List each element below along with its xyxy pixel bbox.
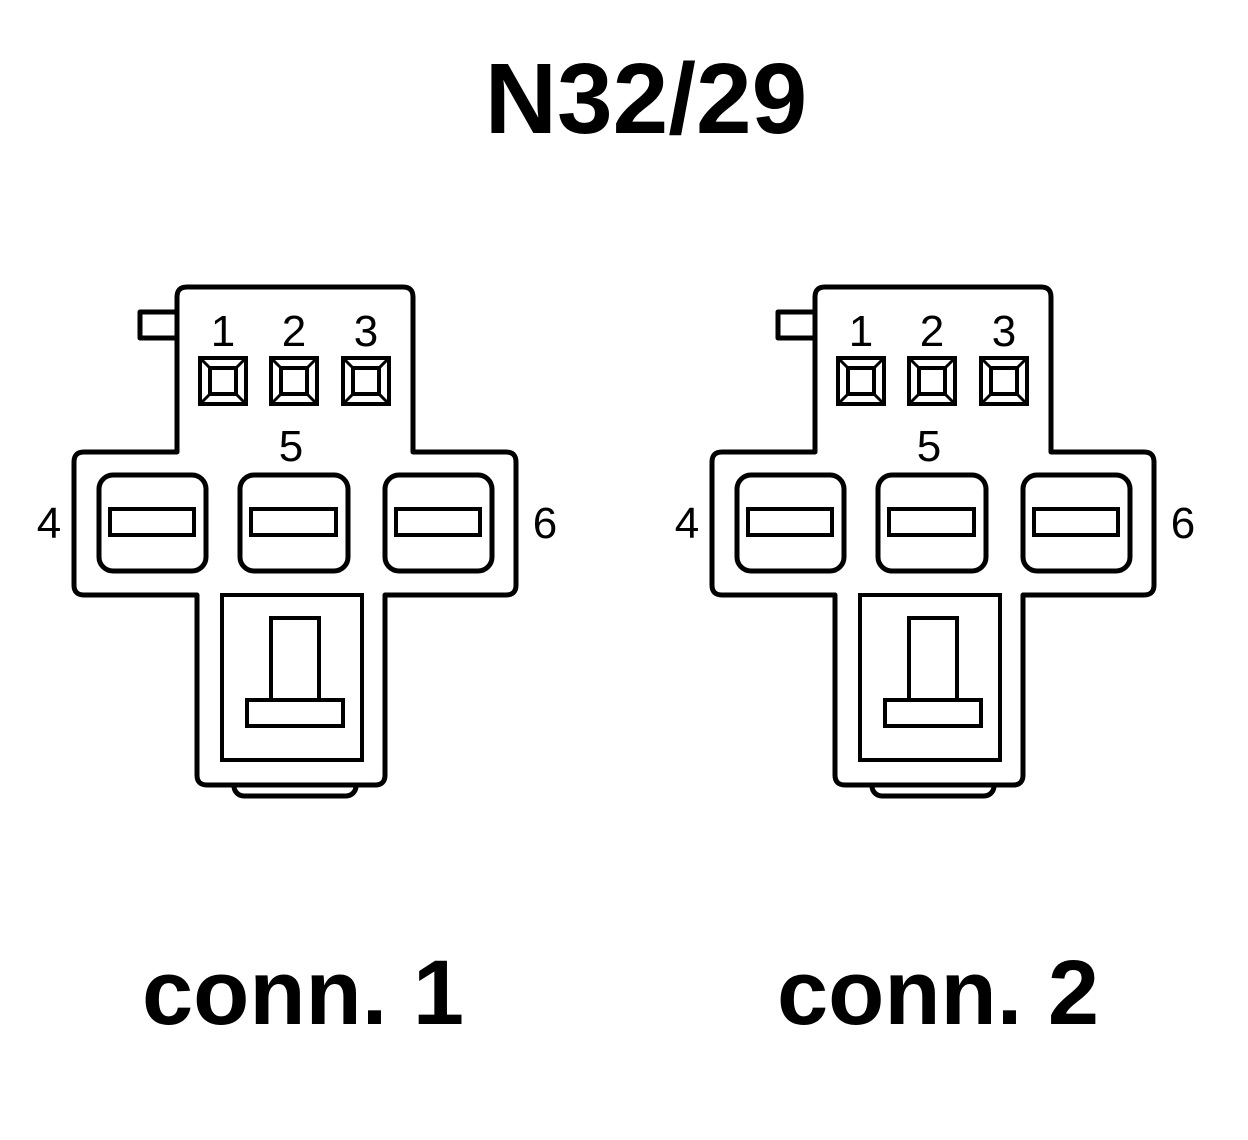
pin-2 [907,356,957,406]
key-slot [858,593,1002,762]
diagram-title: N32/29 [485,43,807,155]
pin-label-5: 5 [917,422,941,471]
pin-1 [836,356,886,406]
pin-3 [341,356,391,406]
pin-label-6: 6 [1171,499,1195,548]
pin-6 [1020,472,1133,574]
pin-1 [198,356,248,406]
pin-4 [96,472,209,574]
pin-label-3: 3 [354,307,378,356]
pin-5 [875,472,989,574]
connector-caption: conn. 2 [777,942,1099,1044]
pin-6 [382,472,495,574]
connector-1: 1 2 3 5 4 6 conn. 1 [37,284,557,1044]
pin-label-4: 4 [37,499,61,548]
pin-label-1: 1 [849,307,873,356]
connector-2: 1 2 3 5 4 6 conn. 2 [675,284,1195,1044]
pin-label-2: 2 [282,307,306,356]
pin-label-4: 4 [675,499,699,548]
pin-label-2: 2 [920,307,944,356]
pin-2 [269,356,319,406]
pin-4 [734,472,847,574]
pin-label-1: 1 [211,307,235,356]
pin-5 [237,472,351,574]
pin-label-6: 6 [533,499,557,548]
pin-label-3: 3 [992,307,1016,356]
pin-label-5: 5 [279,422,303,471]
connector-caption: conn. 1 [142,942,464,1044]
pin-3 [979,356,1029,406]
key-slot [220,593,364,762]
